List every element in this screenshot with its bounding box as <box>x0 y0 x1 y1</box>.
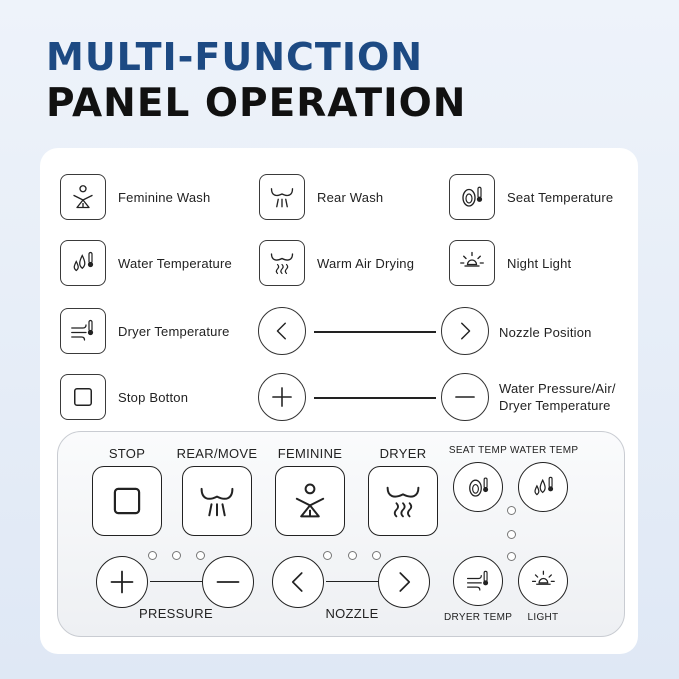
rear-wash-icon <box>195 479 239 523</box>
nozzle-level-dot <box>323 551 332 560</box>
level-dot <box>507 552 516 561</box>
level-dot <box>507 506 516 515</box>
legend-night-light: Night Light <box>449 240 571 286</box>
feminine-wash-icon <box>288 479 332 523</box>
nozzle-left-button[interactable] <box>272 556 324 608</box>
pressure-connector-line <box>314 397 436 399</box>
dryer-temperature-icon <box>60 308 106 354</box>
nozzle-level-dot <box>372 551 381 560</box>
warm-air-drying-icon <box>259 240 305 286</box>
plus-icon <box>107 567 137 597</box>
water-temperature-icon <box>60 240 106 286</box>
chevron-right-icon <box>441 307 489 355</box>
warm-air-drying-icon <box>381 479 425 523</box>
legend-label-seat-temperature: Seat Temperature <box>507 189 614 205</box>
pressure-level-dot <box>196 551 205 560</box>
feminine-button[interactable] <box>275 466 345 536</box>
seat-temperature-icon <box>449 174 495 220</box>
rear-move-button[interactable] <box>182 466 252 536</box>
dryer-button[interactable] <box>368 466 438 536</box>
square-stop-icon <box>105 479 149 523</box>
headline-line2: PANEL OPERATION <box>46 81 467 126</box>
stop-label: STOP <box>108 446 146 461</box>
pressure-label: PRESSURE <box>139 606 213 621</box>
light-label: LIGHT <box>527 612 559 623</box>
chevron-left-icon <box>258 307 306 355</box>
dryer-temp-label: DRYER TEMP <box>444 612 513 623</box>
water-temperature-icon <box>529 473 558 502</box>
legend-feminine-wash: Feminine Wash <box>60 174 210 220</box>
stop-button[interactable] <box>92 466 162 536</box>
minus-icon <box>213 567 243 597</box>
rear-move-label: REAR/MOVE <box>176 446 258 461</box>
chevron-right-icon <box>389 567 419 597</box>
legend-label-feminine-wash: Feminine Wash <box>118 189 211 205</box>
legend-warm-air-drying: Warm Air Drying <box>259 240 414 286</box>
legend-label-dryer-temperature: Dryer Temperature <box>118 323 230 339</box>
level-dot <box>507 530 516 539</box>
pressure-level-dot <box>148 551 157 560</box>
legend-label-pressure-air-dryer: Water Pressure/Air/ Dryer Temperature <box>499 380 616 414</box>
seat-temp-button[interactable] <box>453 462 503 512</box>
legend-label-warm-air-drying: Warm Air Drying <box>317 255 415 271</box>
night-light-icon <box>449 240 495 286</box>
chevron-left-icon <box>283 567 313 597</box>
nozzle-right-button[interactable] <box>378 556 430 608</box>
pressure-plus-button[interactable] <box>96 556 148 608</box>
legend-dryer-temperature: Dryer Temperature <box>60 308 230 354</box>
dryer-label: DRYER <box>379 446 427 461</box>
legend-label-pressure-line2: Dryer Temperature <box>499 398 611 413</box>
legend-water-temperature: Water Temperature <box>60 240 232 286</box>
pressure-connector-line <box>150 581 204 583</box>
pressure-level-dot <box>172 551 181 560</box>
legend-seat-temperature: Seat Temperature <box>449 174 613 220</box>
nozzle-level-dot <box>348 551 357 560</box>
nozzle-connector-line <box>314 331 436 333</box>
legend-label-water-temperature: Water Temperature <box>118 255 232 271</box>
feminine-wash-icon <box>60 174 106 220</box>
rear-wash-icon <box>259 174 305 220</box>
nozzle-connector-line <box>326 581 380 583</box>
legend-label-stop-button: Stop Botton <box>118 389 189 405</box>
seat-temp-label: SEAT TEMP <box>448 445 508 456</box>
legend-label-nozzle-position: Nozzle Position <box>499 325 592 340</box>
plus-icon <box>258 373 306 421</box>
water-temp-button[interactable] <box>518 462 568 512</box>
dryer-temp-button[interactable] <box>453 556 503 606</box>
night-light-icon <box>529 567 558 596</box>
legend-rear-wash: Rear Wash <box>259 174 383 220</box>
legend-label-rear-wash: Rear Wash <box>317 189 384 205</box>
legend-label-pressure-line1: Water Pressure/Air/ <box>499 381 616 396</box>
water-temp-label: WATER TEMP <box>510 445 579 456</box>
legend-stop-button: Stop Botton <box>60 374 188 420</box>
control-panel: STOP REAR/MOVE FEMININE DRYER SEAT TEMP … <box>57 431 625 637</box>
light-button[interactable] <box>518 556 568 606</box>
dryer-temperature-icon <box>464 567 493 596</box>
feminine-label: FEMININE <box>277 446 343 461</box>
seat-temperature-icon <box>464 473 493 502</box>
square-stop-icon <box>60 374 106 420</box>
headline-line1: MULTI-FUNCTION <box>46 35 424 79</box>
nozzle-label: NOZZLE <box>325 606 379 621</box>
minus-icon <box>441 373 489 421</box>
legend-label-night-light: Night Light <box>507 255 572 271</box>
pressure-minus-button[interactable] <box>202 556 254 608</box>
